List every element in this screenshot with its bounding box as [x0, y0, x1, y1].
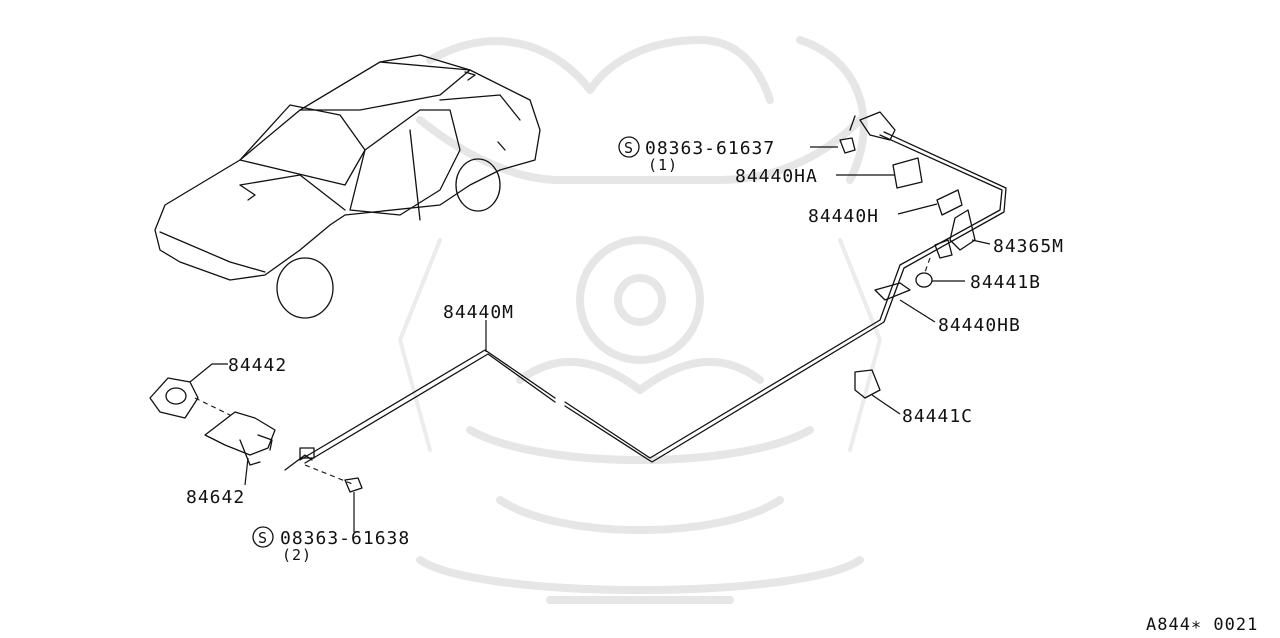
screw-symbol-icon	[252, 526, 274, 548]
label-84440HB: 84440HB	[938, 315, 1021, 336]
screw-callout-top: S 08363-61637 (1)	[618, 136, 775, 174]
screw-number-08363-61637: 08363-61637	[645, 138, 775, 159]
release-cable	[299, 131, 1007, 464]
screw-callout-bottom: S 08363-61638 (2)	[252, 526, 410, 564]
hood-lock-parts	[839, 111, 976, 399]
watermark-emblem	[397, 36, 883, 604]
screw-qty-2: (2)	[282, 546, 312, 564]
screw-symbol-icon	[618, 136, 640, 158]
label-84642: 84642	[186, 487, 245, 508]
label-84440H: 84440H	[808, 206, 879, 227]
car-illustration	[154, 54, 541, 319]
label-84440M: 84440M	[443, 302, 514, 323]
label-84365M: 84365M	[993, 236, 1064, 257]
opener-lever-assembly	[149, 377, 363, 493]
reference-code: A844∗ 0021	[1146, 615, 1258, 635]
screw-qty-1: (1)	[648, 156, 678, 174]
leader-lines	[189, 146, 991, 532]
part-labels: 84442 84642 84440M 84440HA 84440H 84365M…	[186, 166, 1064, 508]
label-84441C: 84441C	[902, 406, 973, 427]
screw-symbol-letter: S	[624, 139, 634, 157]
label-84440HA: 84440HA	[735, 166, 818, 187]
label-84442: 84442	[228, 355, 287, 376]
screw-number-08363-61638: 08363-61638	[280, 528, 410, 549]
screw-symbol-letter: S	[258, 529, 268, 547]
label-84441B: 84441B	[970, 272, 1041, 293]
